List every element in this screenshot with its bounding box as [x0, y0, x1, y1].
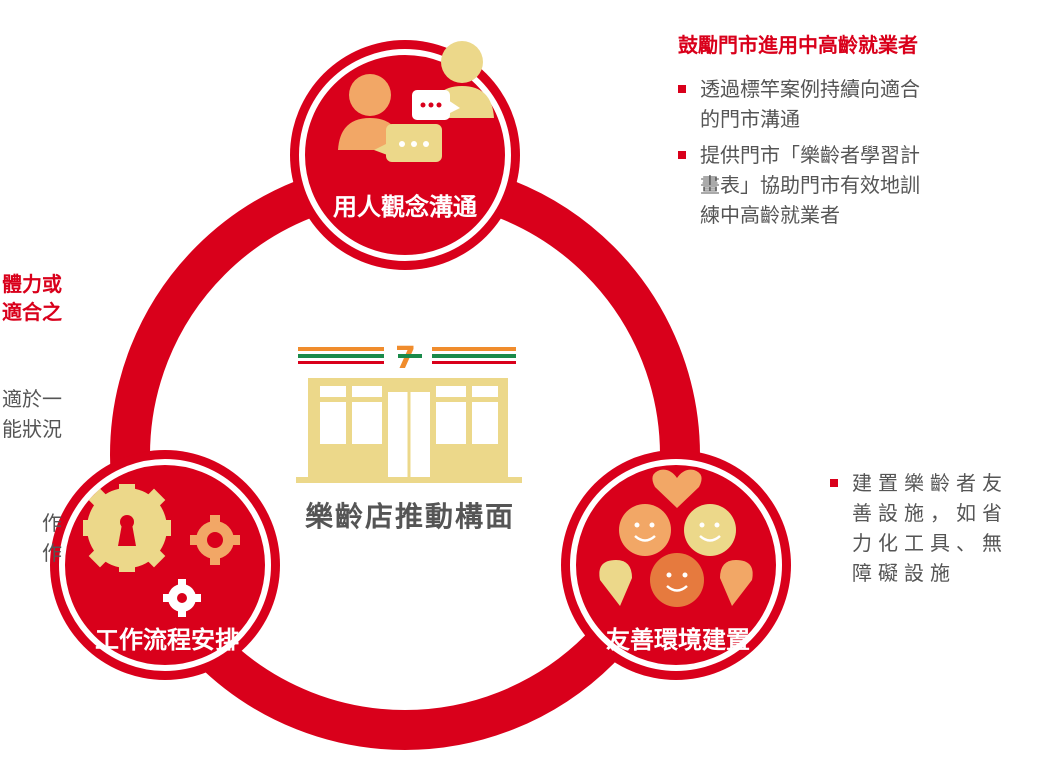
- chat-people-icon: [338, 41, 494, 162]
- gears-lock-icon: [83, 484, 240, 617]
- center-label: 樂齡店推動構面: [305, 500, 515, 533]
- node-top-label: 用人觀念溝通: [333, 193, 477, 221]
- right-panel-title: 鼓勵門市進用中高齡就業者: [678, 33, 918, 57]
- right-bullet-1: 透過標竿案例持續向適合 的門市溝通: [678, 74, 1018, 134]
- node-top: [290, 40, 520, 270]
- node-bottom-right-label: 友善環境建置: [606, 626, 750, 654]
- svg-text:7: 7: [395, 341, 416, 376]
- right-panel-bullets: 透過標竿案例持續向適合 的門市溝通 提供門市「樂齡者學習計 畫表」協助門市有效地…: [678, 74, 1018, 230]
- left-panel-title: 體力或 適合之: [2, 272, 62, 324]
- bottom-right-bullets: 建置樂齡者友 善設施，如省 力化工具、無 障礙設施: [830, 468, 1060, 588]
- right-bullet-2: 提供門市「樂齡者學習計 畫表」協助門市有效地訓 練中高齡就業者: [678, 140, 1018, 230]
- left-panel-body: 適於一 能狀況: [2, 387, 62, 441]
- bottom-right-bullet-1: 建置樂齡者友 善設施，如省 力化工具、無 障礙設施: [830, 468, 1060, 588]
- left-panel-trail: 作 作: [42, 511, 62, 565]
- smiley-hearts-icon: [599, 469, 753, 607]
- node-bottom-right: [561, 450, 791, 680]
- node-bottom-left-label: 工作流程安排: [95, 626, 239, 654]
- store-icon: 7: [296, 341, 522, 483]
- node-bottom-left: [50, 450, 280, 680]
- left-panel-clipped: 體力或 適合之 適於一 能狀況 作 作: [0, 270, 62, 630]
